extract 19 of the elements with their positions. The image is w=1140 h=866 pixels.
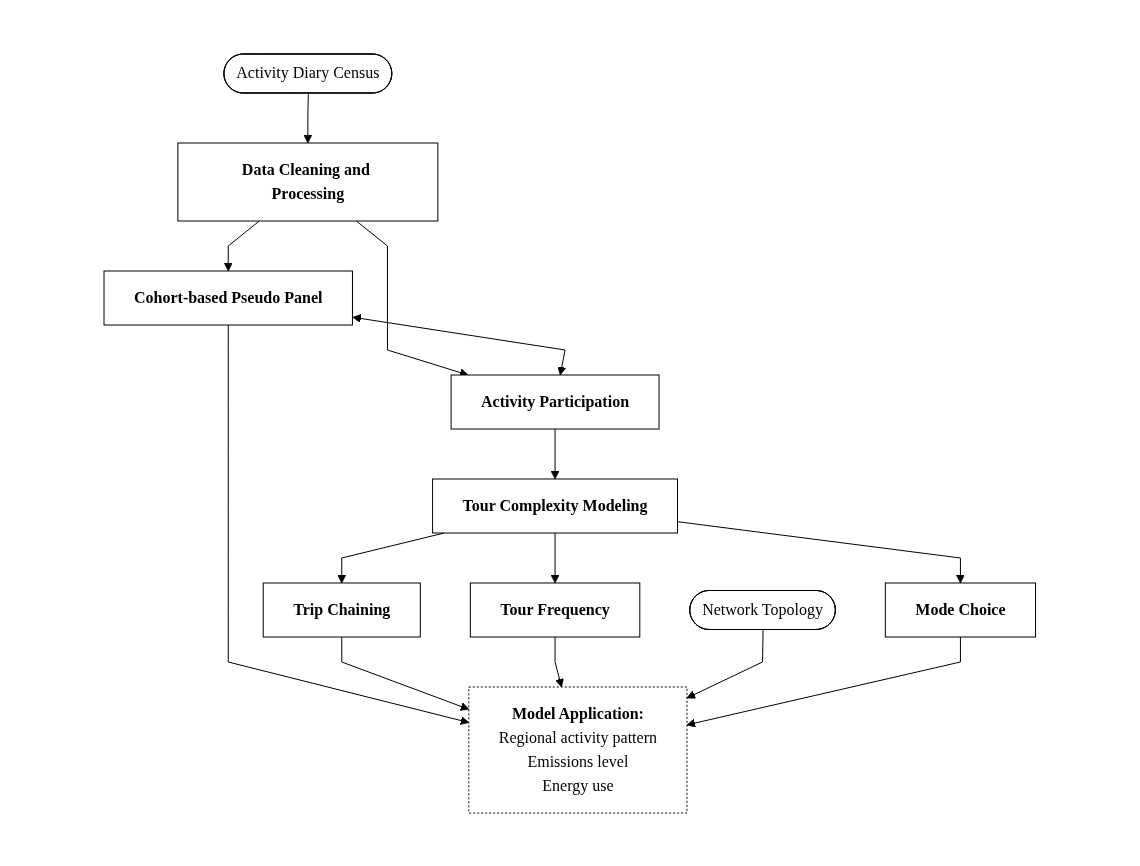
node-box: Cohort-based Pseudo Panel <box>103 270 354 325</box>
arrow <box>550 532 560 583</box>
arrow <box>352 313 567 375</box>
node-box: Data Cleaning and Processing <box>177 142 439 221</box>
arrow <box>550 428 560 479</box>
node-box: Mode Choice <box>885 582 1037 637</box>
arrow <box>303 92 313 143</box>
node-box: Model Application: Regional activity pattern Emissions level Energy use <box>468 686 688 813</box>
node-box: Tour Complexity Modeling <box>432 478 679 533</box>
node-box: Activity Participation <box>450 374 660 429</box>
arrow <box>677 520 966 583</box>
node-box: Tour Frequency <box>470 582 641 637</box>
arrow <box>554 636 565 687</box>
arrow <box>224 220 261 271</box>
node-box: Trip Chaining <box>262 582 422 637</box>
arrow <box>227 324 470 725</box>
arrow <box>341 636 470 711</box>
arrow <box>686 636 962 727</box>
arrow <box>686 629 764 699</box>
